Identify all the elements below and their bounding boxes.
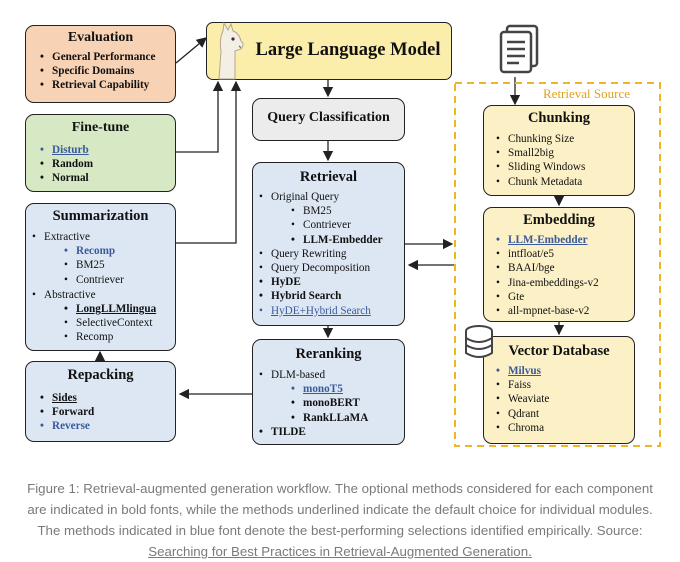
figure-caption: Figure 1: Retrieval-augmented generation… (0, 478, 680, 562)
llm-box: Large Language Model (206, 21, 452, 80)
documents-icon (499, 24, 539, 74)
vector-database-title: Vector Database (508, 343, 610, 359)
retrieval-source-label: Retrieval Source (543, 86, 630, 101)
llama-icon (218, 21, 244, 80)
embedding-box: Embedding LLM-Embedder intfloat/e5 BAAI/… (483, 207, 635, 322)
vector-database-item: Faiss (490, 378, 634, 392)
summarization-extractive-item: Recomp (26, 244, 175, 258)
caption-line: Figure 1: Retrieval-augmented generation… (27, 481, 653, 496)
finetune-item: Disturb (34, 143, 175, 157)
summarization-extractive-item: BM25 (26, 258, 175, 272)
summarization-abstractive-item: SelectiveContext (26, 316, 175, 330)
llm-title: Large Language Model (255, 40, 441, 60)
vector-database-item: Milvus (490, 364, 634, 378)
vector-database-item: Qdrant (490, 407, 634, 421)
retrieval-title: Retrieval (299, 169, 358, 185)
chunking-item: Sliding Windows (490, 160, 634, 174)
database-icon (465, 325, 493, 358)
evaluation-item: Retrieval Capability (34, 78, 175, 92)
vector-database-item: Weaviate (490, 392, 634, 406)
reranking-dlm: DLM-based (253, 368, 404, 382)
reranking-dlm-item: monoBERT (253, 396, 404, 410)
repacking-item: Sides (34, 391, 175, 405)
chunking-title: Chunking (527, 110, 591, 126)
summarization-extractive-item: Contriever (26, 273, 175, 287)
embedding-item: Gte (490, 290, 634, 304)
caption-line: are indicated in bold fonts, while the m… (27, 502, 653, 517)
vector-database-item: Chroma (490, 421, 634, 435)
evaluation-item: General Performance (34, 50, 175, 64)
repacking-item: Reverse (34, 419, 175, 433)
embedding-title: Embedding (523, 212, 595, 228)
repacking-title: Repacking (67, 367, 134, 383)
embedding-item: LLM-Embedder (490, 233, 634, 247)
evaluation-title: Evaluation (67, 30, 134, 45)
caption-line: The methods indicated in blue font denot… (37, 523, 643, 538)
retrieval-box: Retrieval Original Query BM25 Contriever… (252, 162, 405, 326)
retrieval-original-item: Contriever (253, 218, 404, 232)
repacking-item: Forward (34, 405, 175, 419)
chunking-item: Chunk Metadata (490, 175, 634, 189)
embedding-item: all-mpnet-base-v2 (490, 304, 634, 318)
source-link[interactable]: Searching for Best Practices in Retrieva… (148, 544, 532, 559)
finetune-title: Fine-tune (71, 120, 130, 135)
finetune-box: Fine-tune Disturb Random Normal (25, 114, 176, 192)
summarization-abstractive-item: LongLLMlingua (26, 302, 175, 316)
reranking-box: Reranking DLM-based monoT5 monoBERT Rank… (252, 339, 405, 445)
embedding-item: intfloat/e5 (490, 247, 634, 261)
summarization-abstractive: Abstractive (26, 288, 175, 302)
embedding-item: Jina-embeddings-v2 (490, 276, 634, 290)
retrieval-original-item: BM25 (253, 204, 404, 218)
retrieval-item: Hybrid Search (253, 289, 404, 303)
retrieval-item: Query Rewriting (253, 247, 404, 261)
vector-database-box: Vector Database Milvus Faiss Weaviate Qd… (483, 336, 635, 444)
summarization-abstractive-item: Recomp (26, 330, 175, 344)
evaluation-box: Evaluation General Performance Specific … (25, 25, 176, 103)
chunking-item: Small2big (490, 146, 634, 160)
query-classification-title: Query Classification (267, 110, 390, 125)
reranking-tilde: TILDE (253, 425, 404, 439)
finetune-item: Random (34, 157, 175, 171)
retrieval-item: HyDE (253, 275, 404, 289)
reranking-dlm-item: monoT5 (253, 382, 404, 396)
retrieval-item: Query Decomposition (253, 261, 404, 275)
evaluation-item: Specific Domains (34, 64, 175, 78)
chunking-item: Chunking Size (490, 132, 634, 146)
query-classification-box: Query Classification (252, 98, 405, 141)
summarization-box: Summarization Extractive Recomp BM25 Con… (25, 203, 176, 351)
summarization-title: Summarization (52, 208, 149, 224)
reranking-title: Reranking (295, 346, 362, 362)
summarization-extractive: Extractive (26, 230, 175, 244)
reranking-dlm-item: RankLLaMA (253, 411, 404, 425)
chunking-box: Chunking Chunking Size Small2big Sliding… (483, 105, 635, 196)
embedding-item: BAAI/bge (490, 261, 634, 275)
retrieval-original-query: Original Query (253, 190, 404, 204)
finetune-item: Normal (34, 171, 175, 185)
retrieval-original-item: LLM-Embedder (253, 233, 404, 247)
repacking-box: Repacking Sides Forward Reverse (25, 361, 176, 442)
retrieval-item: HyDE+Hybrid Search (253, 304, 404, 318)
